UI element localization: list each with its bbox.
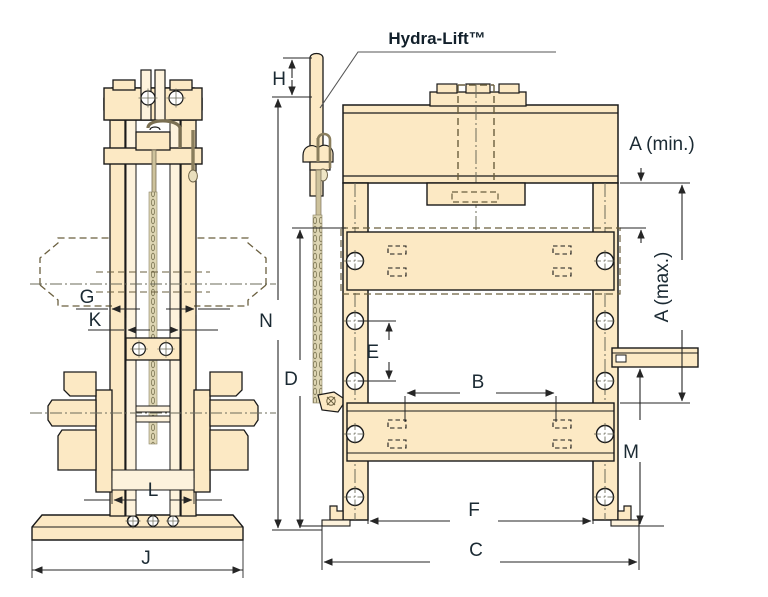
dimension-C: D — [284, 227, 346, 531]
press-ram-hidden — [457, 84, 495, 232]
dimension-label-E: F — [468, 500, 480, 521]
dimension-E: F — [367, 470, 594, 525]
dimension-label-J: J — [141, 548, 151, 569]
dimension-label-N: N — [259, 311, 273, 332]
side-mid-pin-bar — [125, 337, 181, 361]
dimension-label-H: H — [272, 69, 286, 90]
side-cylinder-block — [103, 119, 203, 197]
dimension-label-A-max: A (max.) — [652, 252, 673, 323]
dimension-B: B — [404, 372, 557, 422]
dimension-label-B: B — [472, 372, 485, 393]
side-chain — [148, 191, 158, 445]
side-lower-bolster — [30, 371, 276, 493]
dimension-M: M — [616, 366, 664, 527]
dimension-H: H — [272, 57, 312, 98]
dimension-K: K — [88, 310, 218, 334]
dimension-label-K: K — [89, 310, 102, 331]
hydra-lift-label: Hydra-Lift™ — [388, 29, 485, 48]
hydra-lift-leader — [319, 51, 556, 109]
dimension-L: L — [84, 478, 222, 504]
dimension-F: C — [321, 526, 640, 570]
dimension-label-C: D — [284, 369, 298, 390]
dimension-label-F: C — [469, 540, 483, 561]
dimension-D: E — [358, 320, 396, 382]
right-side-handle — [611, 347, 699, 368]
dimension-label-D: E — [366, 342, 379, 363]
dimension-label-A-min: A (min.) — [629, 134, 694, 155]
frame-feet — [300, 505, 660, 527]
side-base-bolts — [124, 512, 180, 530]
front-elevation-view: Hydra-Lift™ — [259, 29, 699, 570]
dimension-G: G — [76, 287, 230, 315]
dimension-A-max: A (max.) — [620, 182, 690, 404]
dimension-label-G: G — [80, 287, 95, 308]
pump-and-chain-assembly — [302, 132, 347, 413]
side-upper-bolster-phantom — [39, 237, 267, 307]
dimension-J: J — [31, 540, 244, 578]
side-elevation-view: G K L J — [30, 69, 276, 578]
lower-bolster — [346, 402, 615, 462]
side-crown-assembly — [103, 69, 203, 121]
ram-platen — [426, 182, 526, 206]
dimension-A-min: A (min.) — [620, 134, 695, 243]
press-crown-beam — [342, 83, 619, 184]
dimension-label-M: M — [623, 442, 639, 463]
upper-bolster — [340, 227, 621, 295]
dimension-label-L: L — [148, 480, 159, 501]
